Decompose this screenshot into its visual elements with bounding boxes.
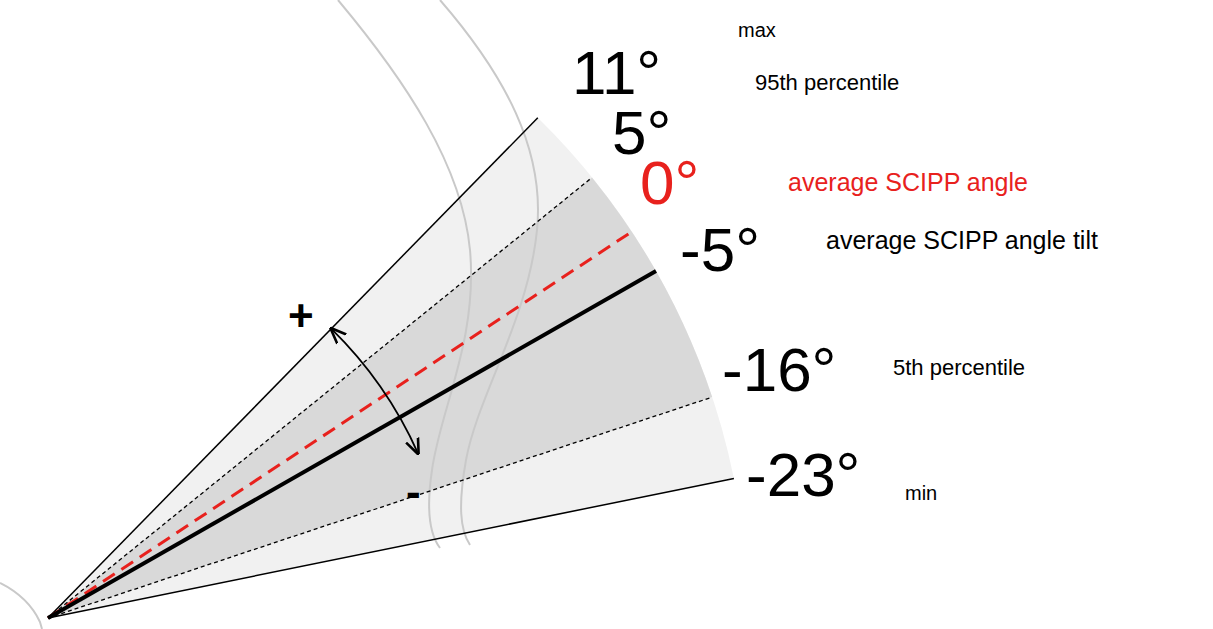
angle-note: 95th percentile [755,72,899,94]
max-line [48,118,538,618]
sign-symbol: - [406,470,421,514]
angle-value: 11° [572,42,661,104]
percentile-95-line [48,178,592,619]
angle-note: average SCIPP angle [788,170,1028,195]
angle-value: -5° [680,219,760,281]
angle-value: 0° [640,152,699,214]
angle-note: max [738,20,776,40]
tilt-line [48,271,656,618]
percentile-wedge [48,178,712,619]
range-wedge [48,118,734,618]
angle-note: 5th percentile [893,357,1025,379]
range-arrow [331,329,418,453]
percentile-5-line [48,397,712,618]
min-line [48,478,734,618]
angle-note: average SCIPP angle tilt [826,228,1098,253]
angle-value: -23° [746,444,860,506]
angle-value: -16° [722,339,836,401]
sign-symbol: + [288,294,314,338]
angle-note: min [905,483,937,503]
average-angle-line [48,232,632,618]
